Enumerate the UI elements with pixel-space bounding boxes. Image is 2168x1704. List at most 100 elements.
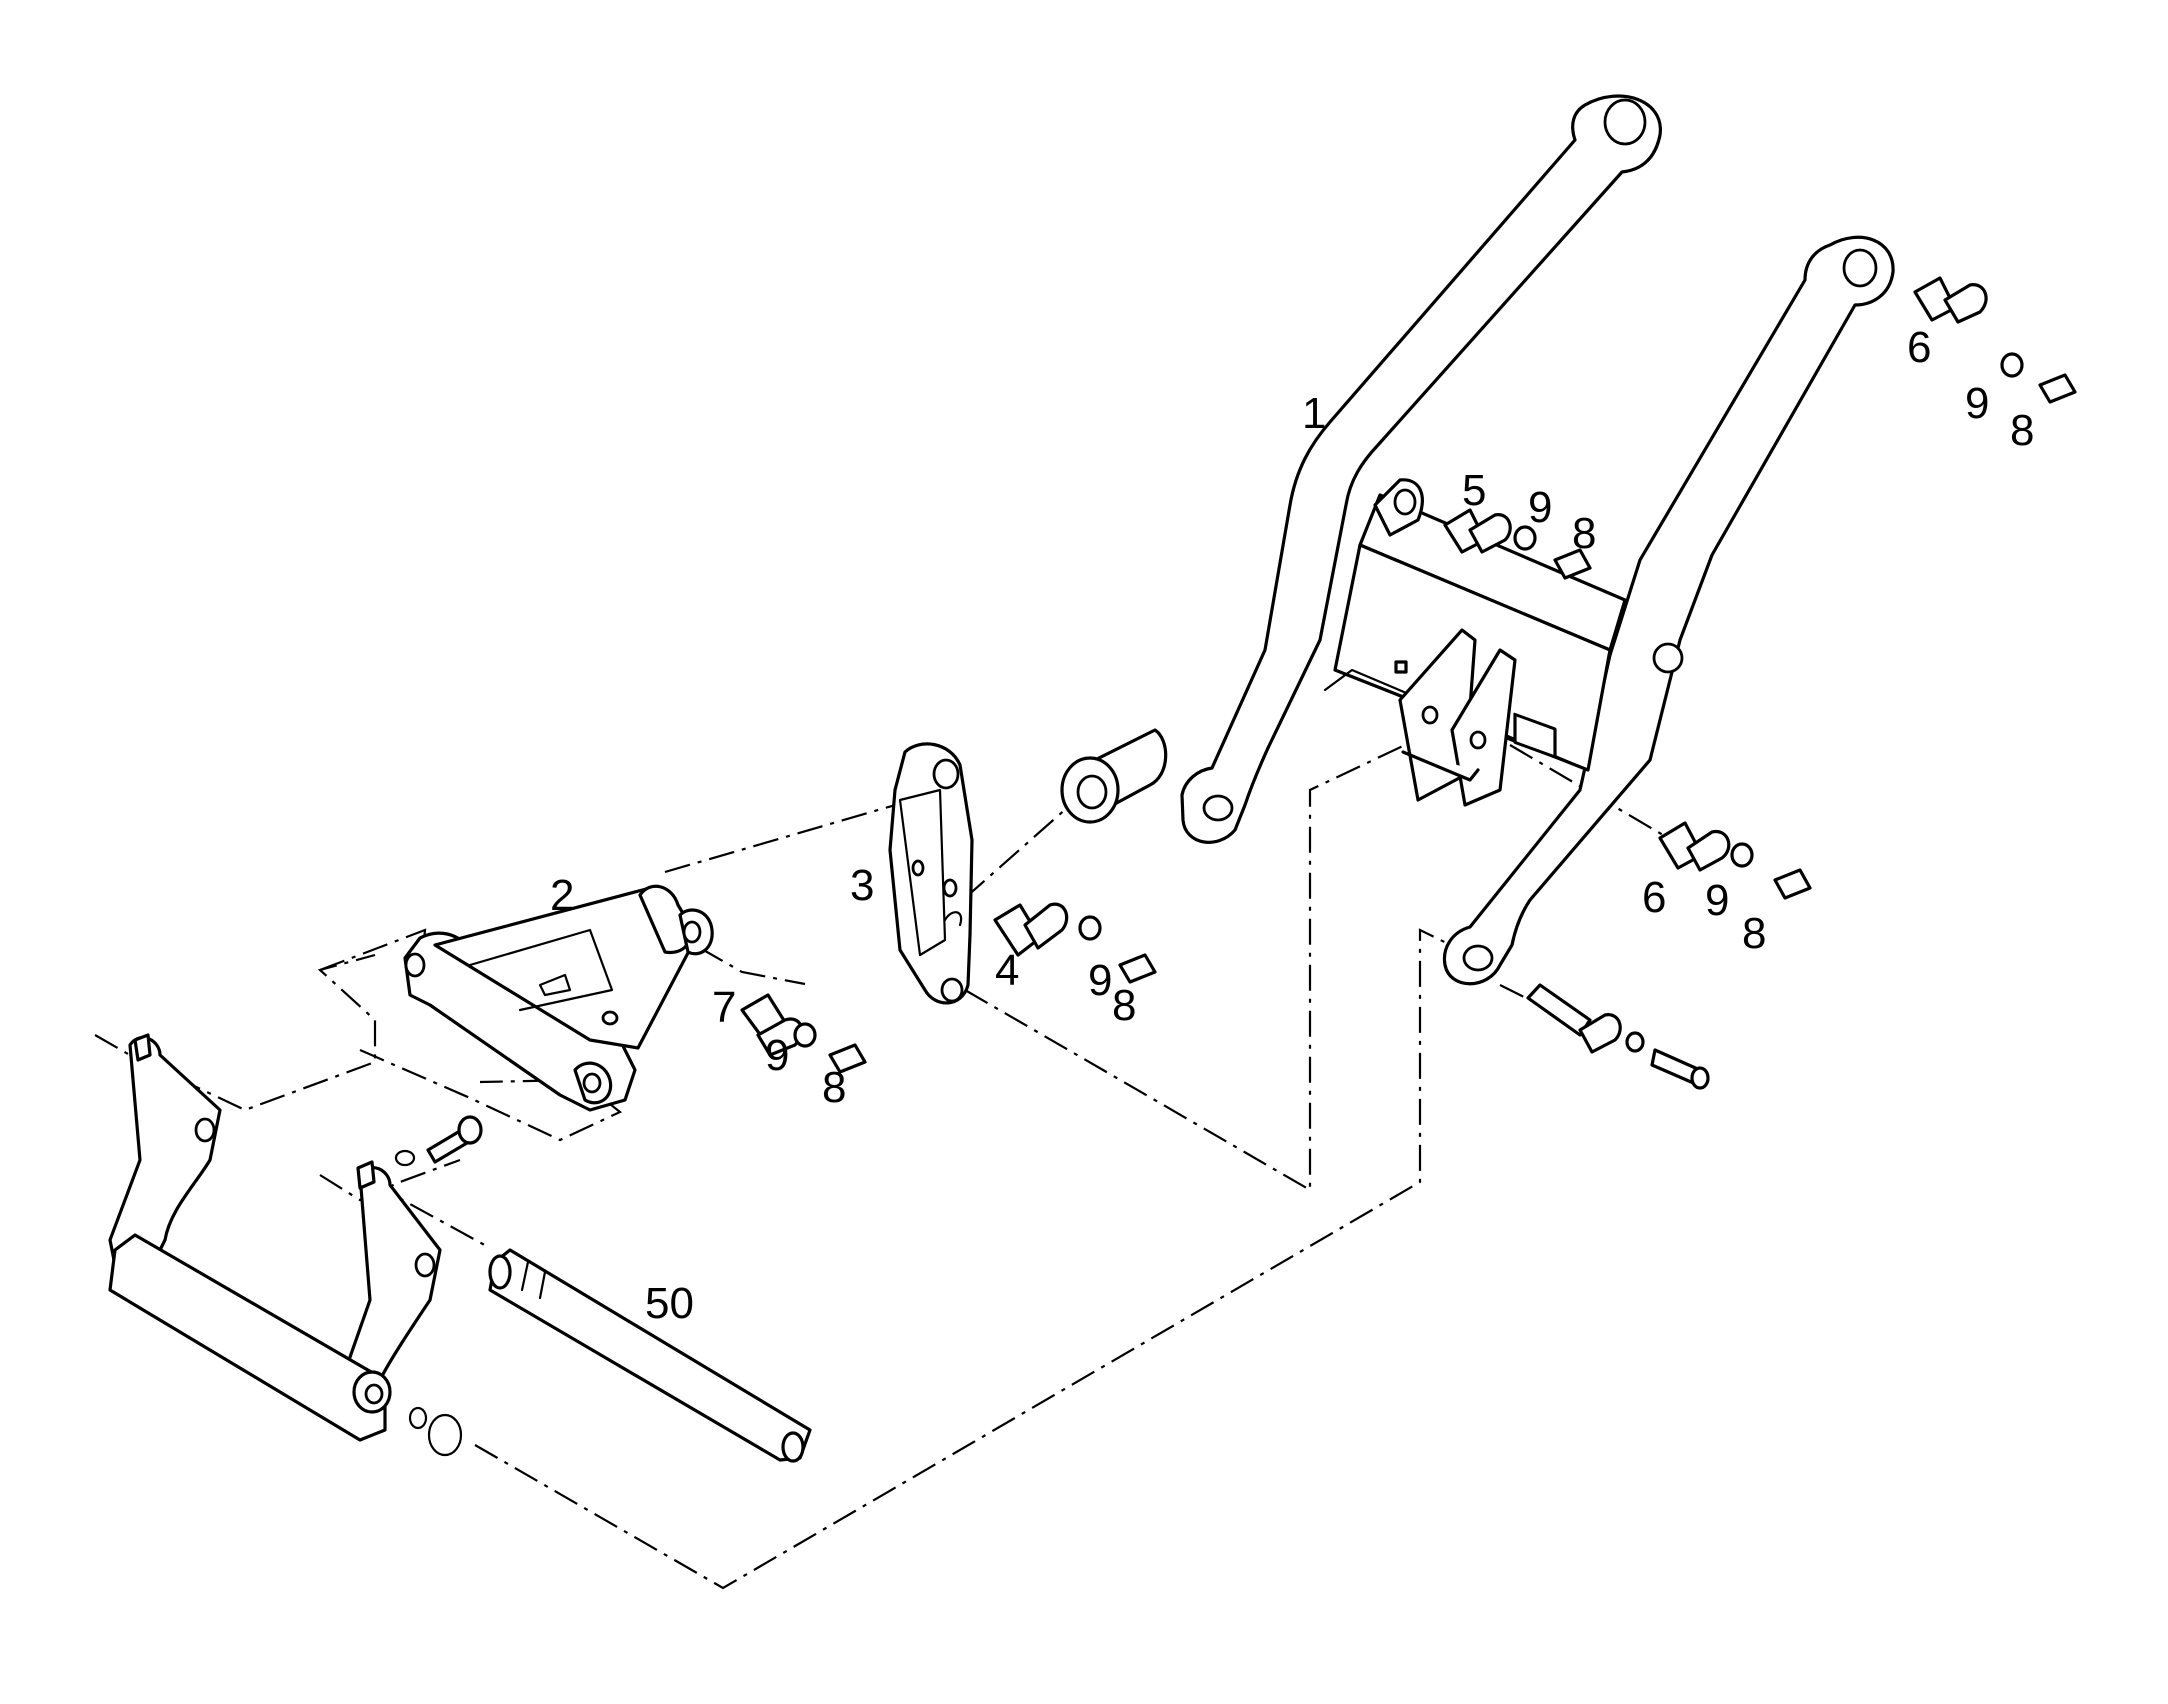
pin-5-plate (1468, 513, 1512, 554)
callout-3: 3 (850, 861, 874, 910)
bolt-5 (1553, 548, 1592, 580)
pin-set-lower (1526, 983, 1710, 1090)
leader-bracket-lower-box (359, 1048, 623, 1142)
pin-set-5 (1443, 508, 1592, 580)
callout-5: 5 (1462, 466, 1486, 515)
bolt-4 (1118, 953, 1157, 984)
pin-set-4 (993, 902, 1157, 984)
carrier-left-tab (133, 1033, 152, 1062)
pin-4-plate (1023, 902, 1069, 950)
callout-50: 50 (645, 1279, 694, 1328)
callout-8-arm: 8 (1572, 509, 1596, 558)
callout-6-upper: 6 (1907, 323, 1931, 372)
left-arm (1180, 94, 1662, 844)
pin-set-7 (740, 993, 867, 1074)
upper-lug-hole (1393, 488, 1417, 516)
bolt-6a (2038, 373, 2077, 404)
long-pin (1526, 983, 1592, 1037)
carrier-bolt-head (457, 1115, 483, 1145)
washer-5 (1513, 525, 1537, 551)
link-arm (888, 742, 974, 1005)
bracket-right-hole (682, 920, 702, 944)
callout-9-lower-right: 9 (1705, 876, 1729, 925)
carrier-pivot-hole (364, 1383, 384, 1405)
pin-shaft-grooves (520, 1260, 547, 1300)
callout-6-lower: 6 (1642, 873, 1666, 922)
leader-bracket-pin (699, 947, 806, 986)
long-pin-washer (1625, 1031, 1645, 1053)
callout-labels: 1 2 3 4 5 6 6 7 8 8 8 8 8 9 9 9 9 9 50 (550, 323, 2034, 1328)
bushing-bore (1076, 774, 1108, 810)
callout-9-bracket: 9 (765, 1031, 789, 1080)
left-arm-top-hole (1603, 98, 1647, 146)
pin-set-6a (1913, 276, 2077, 404)
link-slot-hole (911, 859, 925, 877)
callout-8-lower-right: 8 (1742, 909, 1766, 958)
bolt-6b (1773, 868, 1812, 900)
pin-shaft (488, 1248, 812, 1463)
mount-plate-right (1450, 648, 1517, 807)
carrier-right-tab (356, 1160, 376, 1190)
pin-6a-plate (1943, 283, 1988, 324)
right-arm-bottom-hole (1462, 944, 1494, 972)
washer-6b (1730, 842, 1754, 868)
callout-8-bracket: 8 (822, 1063, 846, 1112)
link-body (888, 742, 974, 1005)
small-boss (1394, 660, 1408, 674)
link-slot (898, 788, 947, 957)
o-ring-small (408, 1406, 428, 1430)
callout-2: 2 (550, 871, 574, 920)
long-pin-plate (1578, 1013, 1622, 1054)
left-arm-edge (1328, 138, 1577, 424)
bracket-plate-hole (601, 1010, 619, 1026)
plate-hole-2 (1469, 730, 1487, 750)
callout-1: 1 (1302, 389, 1326, 438)
plate-hole-1 (1421, 705, 1439, 725)
callout-9-arm: 9 (1528, 483, 1552, 532)
carrier-right-hole (414, 1252, 436, 1278)
left-arm-bottom-hole (1202, 794, 1234, 822)
tilt-bracket (403, 884, 714, 1112)
link-cam (943, 911, 963, 927)
carrier-washer (394, 1149, 416, 1167)
carrier-bolt-set (394, 1115, 483, 1167)
bracket-plate (433, 886, 702, 1050)
link-mid-hole (942, 878, 958, 898)
callout-9-top-right: 9 (1965, 379, 1989, 428)
valve-block (1513, 712, 1557, 759)
bracket-left-hole (404, 952, 426, 978)
carrier-crossbar (108, 1233, 387, 1442)
callout-8-link: 8 (1112, 981, 1136, 1030)
bracket-rib (468, 928, 614, 1012)
loader-arm-frame (1180, 94, 1895, 986)
callout-4: 4 (995, 946, 1019, 995)
leader-link-to-bushing (964, 791, 1086, 899)
right-arm-top-hole (1842, 248, 1878, 288)
pin-set-6b (1658, 821, 1812, 900)
pin-shaft-head (488, 1254, 512, 1290)
bolt-7 (828, 1043, 867, 1074)
o-ring-large (427, 1413, 463, 1457)
carrier-left-hole (194, 1117, 216, 1143)
washer-6a (2000, 352, 2024, 378)
leader-frame-to-arm-lower (474, 928, 1476, 1590)
bracket-slot (538, 973, 572, 997)
bracket-lower-hole (582, 1072, 602, 1094)
washer-4 (1078, 915, 1102, 941)
long-pin-bolt-head (1690, 1066, 1710, 1090)
link-top-hole (932, 758, 960, 790)
callout-7: 7 (712, 983, 736, 1032)
leader-link-lower-to-arm (964, 744, 1406, 1192)
washer-7 (793, 1022, 817, 1048)
bushing (1060, 728, 1168, 824)
right-arm-mid-hole (1652, 642, 1684, 674)
cross-beam-lower-edge (1323, 668, 1590, 772)
carrier-frame (108, 1033, 442, 1442)
pin-6b-plate (1686, 829, 1731, 872)
callout-8-top-right: 8 (2010, 406, 2034, 455)
link-bottom-hole (940, 977, 964, 1003)
callout-9-link: 9 (1088, 956, 1112, 1005)
mount-pin (1401, 750, 1480, 782)
